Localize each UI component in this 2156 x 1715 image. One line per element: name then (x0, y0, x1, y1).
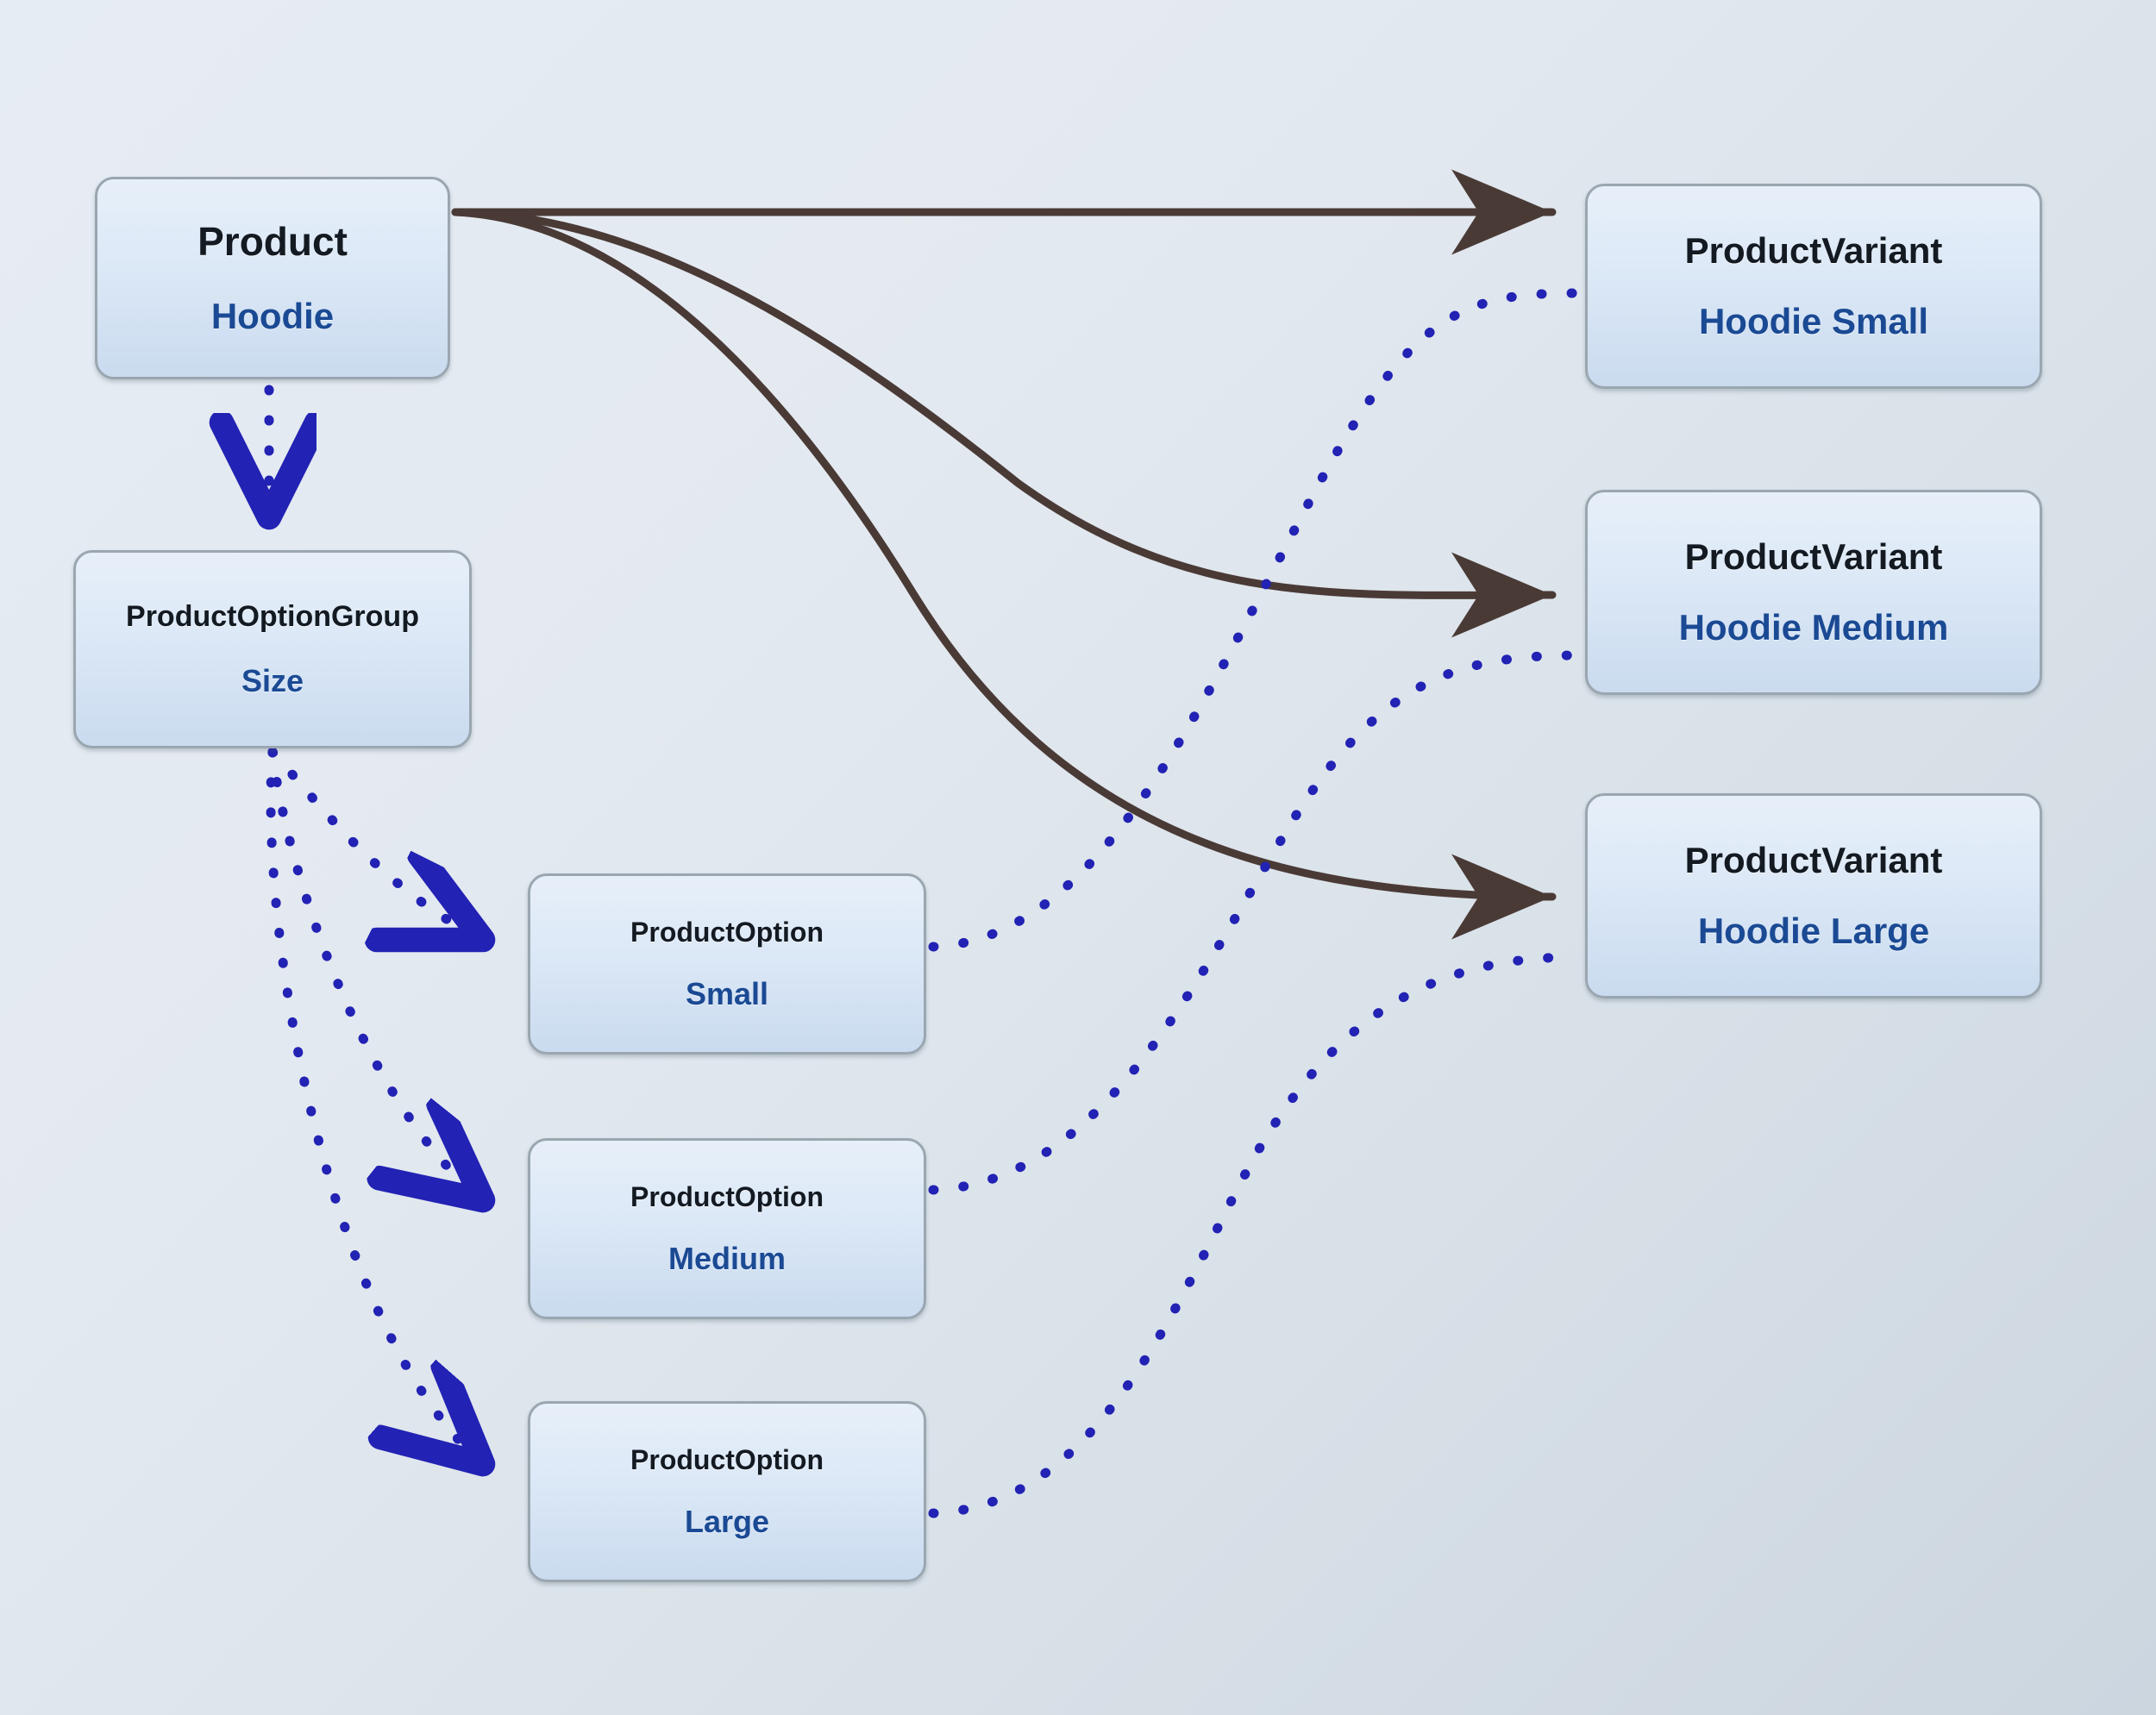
edge-option-group-to-option-small (267, 747, 483, 940)
node-type-label: Product (197, 219, 348, 265)
node-type-label: ProductVariant (1684, 535, 1943, 577)
edge-product-to-variant-large (451, 208, 1557, 940)
node-product-option-large[interactable]: ProductOption Large (528, 1401, 926, 1582)
node-product[interactable]: Product Hoodie (95, 177, 450, 379)
node-value-label: Hoodie Medium (1678, 607, 1949, 648)
node-value-label: Hoodie (210, 295, 335, 336)
node-product-variant-hoodie-small[interactable]: ProductVariant Hoodie Small (1585, 184, 2042, 389)
node-product-variant-hoodie-medium[interactable]: ProductVariant Hoodie Medium (1585, 490, 2042, 695)
node-type-label: ProductOption (630, 1180, 824, 1212)
node-value-label: Small (685, 975, 769, 1011)
node-value-label: Medium (667, 1240, 786, 1276)
node-value-label: Large (684, 1503, 770, 1539)
edge-option-group-to-option-medium (267, 747, 483, 1200)
edge-option-medium-to-variant-medium (928, 650, 1582, 1195)
node-product-option-small[interactable]: ProductOption Small (528, 873, 926, 1055)
edge-option-small-to-variant-small (928, 288, 1582, 952)
edge-option-group-to-option-large (266, 747, 483, 1464)
node-value-label: Size (241, 662, 304, 698)
node-type-label: ProductOptionGroup (126, 599, 419, 633)
edge-product-to-variant-medium (451, 208, 1557, 638)
node-product-option-medium[interactable]: ProductOption Medium (528, 1138, 926, 1319)
node-type-label: ProductVariant (1684, 229, 1943, 271)
node-type-label: ProductOption (630, 916, 824, 948)
node-product-variant-hoodie-large[interactable]: ProductVariant Hoodie Large (1585, 793, 2042, 998)
node-type-label: ProductOption (630, 1443, 824, 1475)
node-type-label: ProductVariant (1684, 839, 1943, 880)
node-value-label: Hoodie Large (1697, 911, 1930, 951)
node-value-label: Hoodie Small (1698, 301, 1929, 341)
edge-option-large-to-variant-large (928, 952, 1582, 1518)
node-product-option-group[interactable]: ProductOptionGroup Size (73, 550, 472, 748)
